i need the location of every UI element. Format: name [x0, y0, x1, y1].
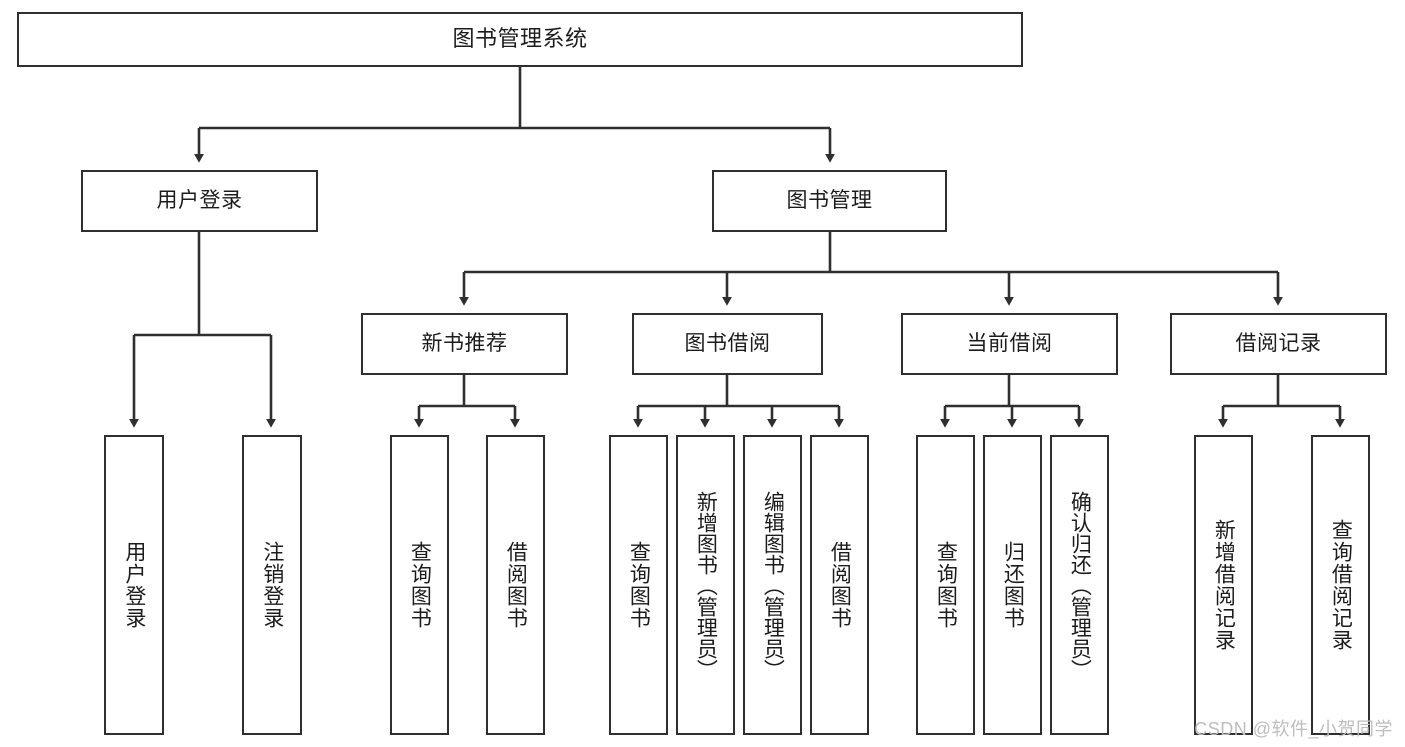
node-user-login[interactable]: 用户登录 [81, 170, 318, 232]
node-book-management[interactable]: 图书管理 [712, 170, 947, 232]
leaf-label: 归还图书 [1001, 541, 1025, 629]
node-borrow-record[interactable]: 借阅记录 [1170, 313, 1387, 375]
leaf-label: 确认归还（管理员） [1068, 490, 1092, 680]
leaf-label: 查询借阅记录 [1329, 519, 1353, 651]
leaf-borrow-record-query[interactable]: 查询借阅记录 [1311, 435, 1370, 735]
node-new-book-recommend[interactable]: 新书推荐 [361, 313, 568, 375]
leaf-user-login-login[interactable]: 用户登录 [104, 435, 164, 735]
leaf-user-login-logout[interactable]: 注销登录 [242, 435, 302, 735]
leaf-label: 新增借阅记录 [1212, 519, 1236, 651]
leaf-label: 用户登录 [122, 541, 146, 629]
leaf-label: 查询图书 [627, 541, 651, 629]
leaf-label: 注销登录 [260, 541, 284, 629]
leaf-book-borrow-add[interactable]: 新增图书（管理员） [676, 435, 735, 735]
leaf-label: 新增图书（管理员） [694, 490, 718, 680]
leaf-current-borrow-return[interactable]: 归还图书 [983, 435, 1042, 735]
node-root-system[interactable]: 图书管理系统 [17, 12, 1023, 67]
leaf-label: 借阅图书 [828, 541, 852, 629]
watermark-text: CSDN @软件_小贺同学 [1194, 719, 1393, 739]
leaf-label: 查询图书 [934, 541, 958, 629]
node-current-borrow[interactable]: 当前借阅 [901, 313, 1118, 375]
leaf-label: 查询图书 [408, 541, 432, 629]
leaf-book-borrow-edit[interactable]: 编辑图书（管理员） [743, 435, 802, 735]
leaf-label: 编辑图书（管理员） [761, 490, 785, 680]
leaf-book-borrow-query[interactable]: 查询图书 [609, 435, 668, 735]
leaf-label: 借阅图书 [504, 541, 528, 629]
leaf-current-borrow-query[interactable]: 查询图书 [916, 435, 975, 735]
leaf-borrow-record-add[interactable]: 新增借阅记录 [1194, 435, 1253, 735]
leaf-new-book-query[interactable]: 查询图书 [390, 435, 449, 735]
leaf-new-book-borrow[interactable]: 借阅图书 [486, 435, 545, 735]
node-book-borrow[interactable]: 图书借阅 [632, 313, 823, 375]
leaf-current-borrow-confirm[interactable]: 确认归还（管理员） [1050, 435, 1109, 735]
leaf-book-borrow-borrow[interactable]: 借阅图书 [810, 435, 869, 735]
